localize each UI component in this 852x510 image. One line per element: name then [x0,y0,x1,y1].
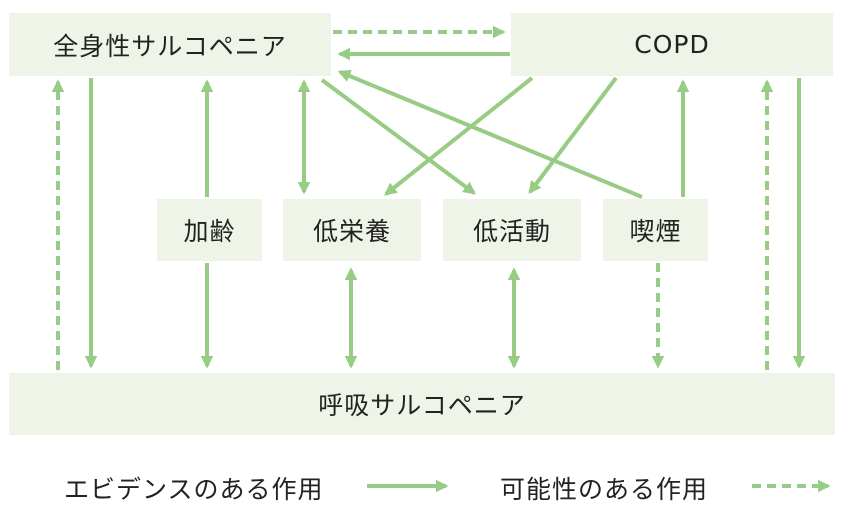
node-kitsuen: 喫煙 [603,199,708,261]
arrow-zenshin-to-teikatsu [320,78,477,195]
legend-possible-label: 可能性のある作用 [500,475,709,504]
node-teieiyo: 低栄養 [283,199,421,261]
arrow-copd-to-teiei [383,76,534,196]
legend-evidence-label: エビデンスのある作用 [64,475,324,504]
node-karei: 加齢 [157,199,262,261]
node-teikatsudo: 低活動 [443,199,581,261]
node-copd: COPD [511,13,833,76]
arrow-copd-to-teikatsu [528,76,618,195]
node-kokyu-sarcopenia: 呼吸サルコペニア [9,373,835,435]
node-zenshinsei-sarcopenia: 全身性サルコペニア [9,13,331,76]
arrow-kitsuen-to-zenshin [337,70,643,199]
